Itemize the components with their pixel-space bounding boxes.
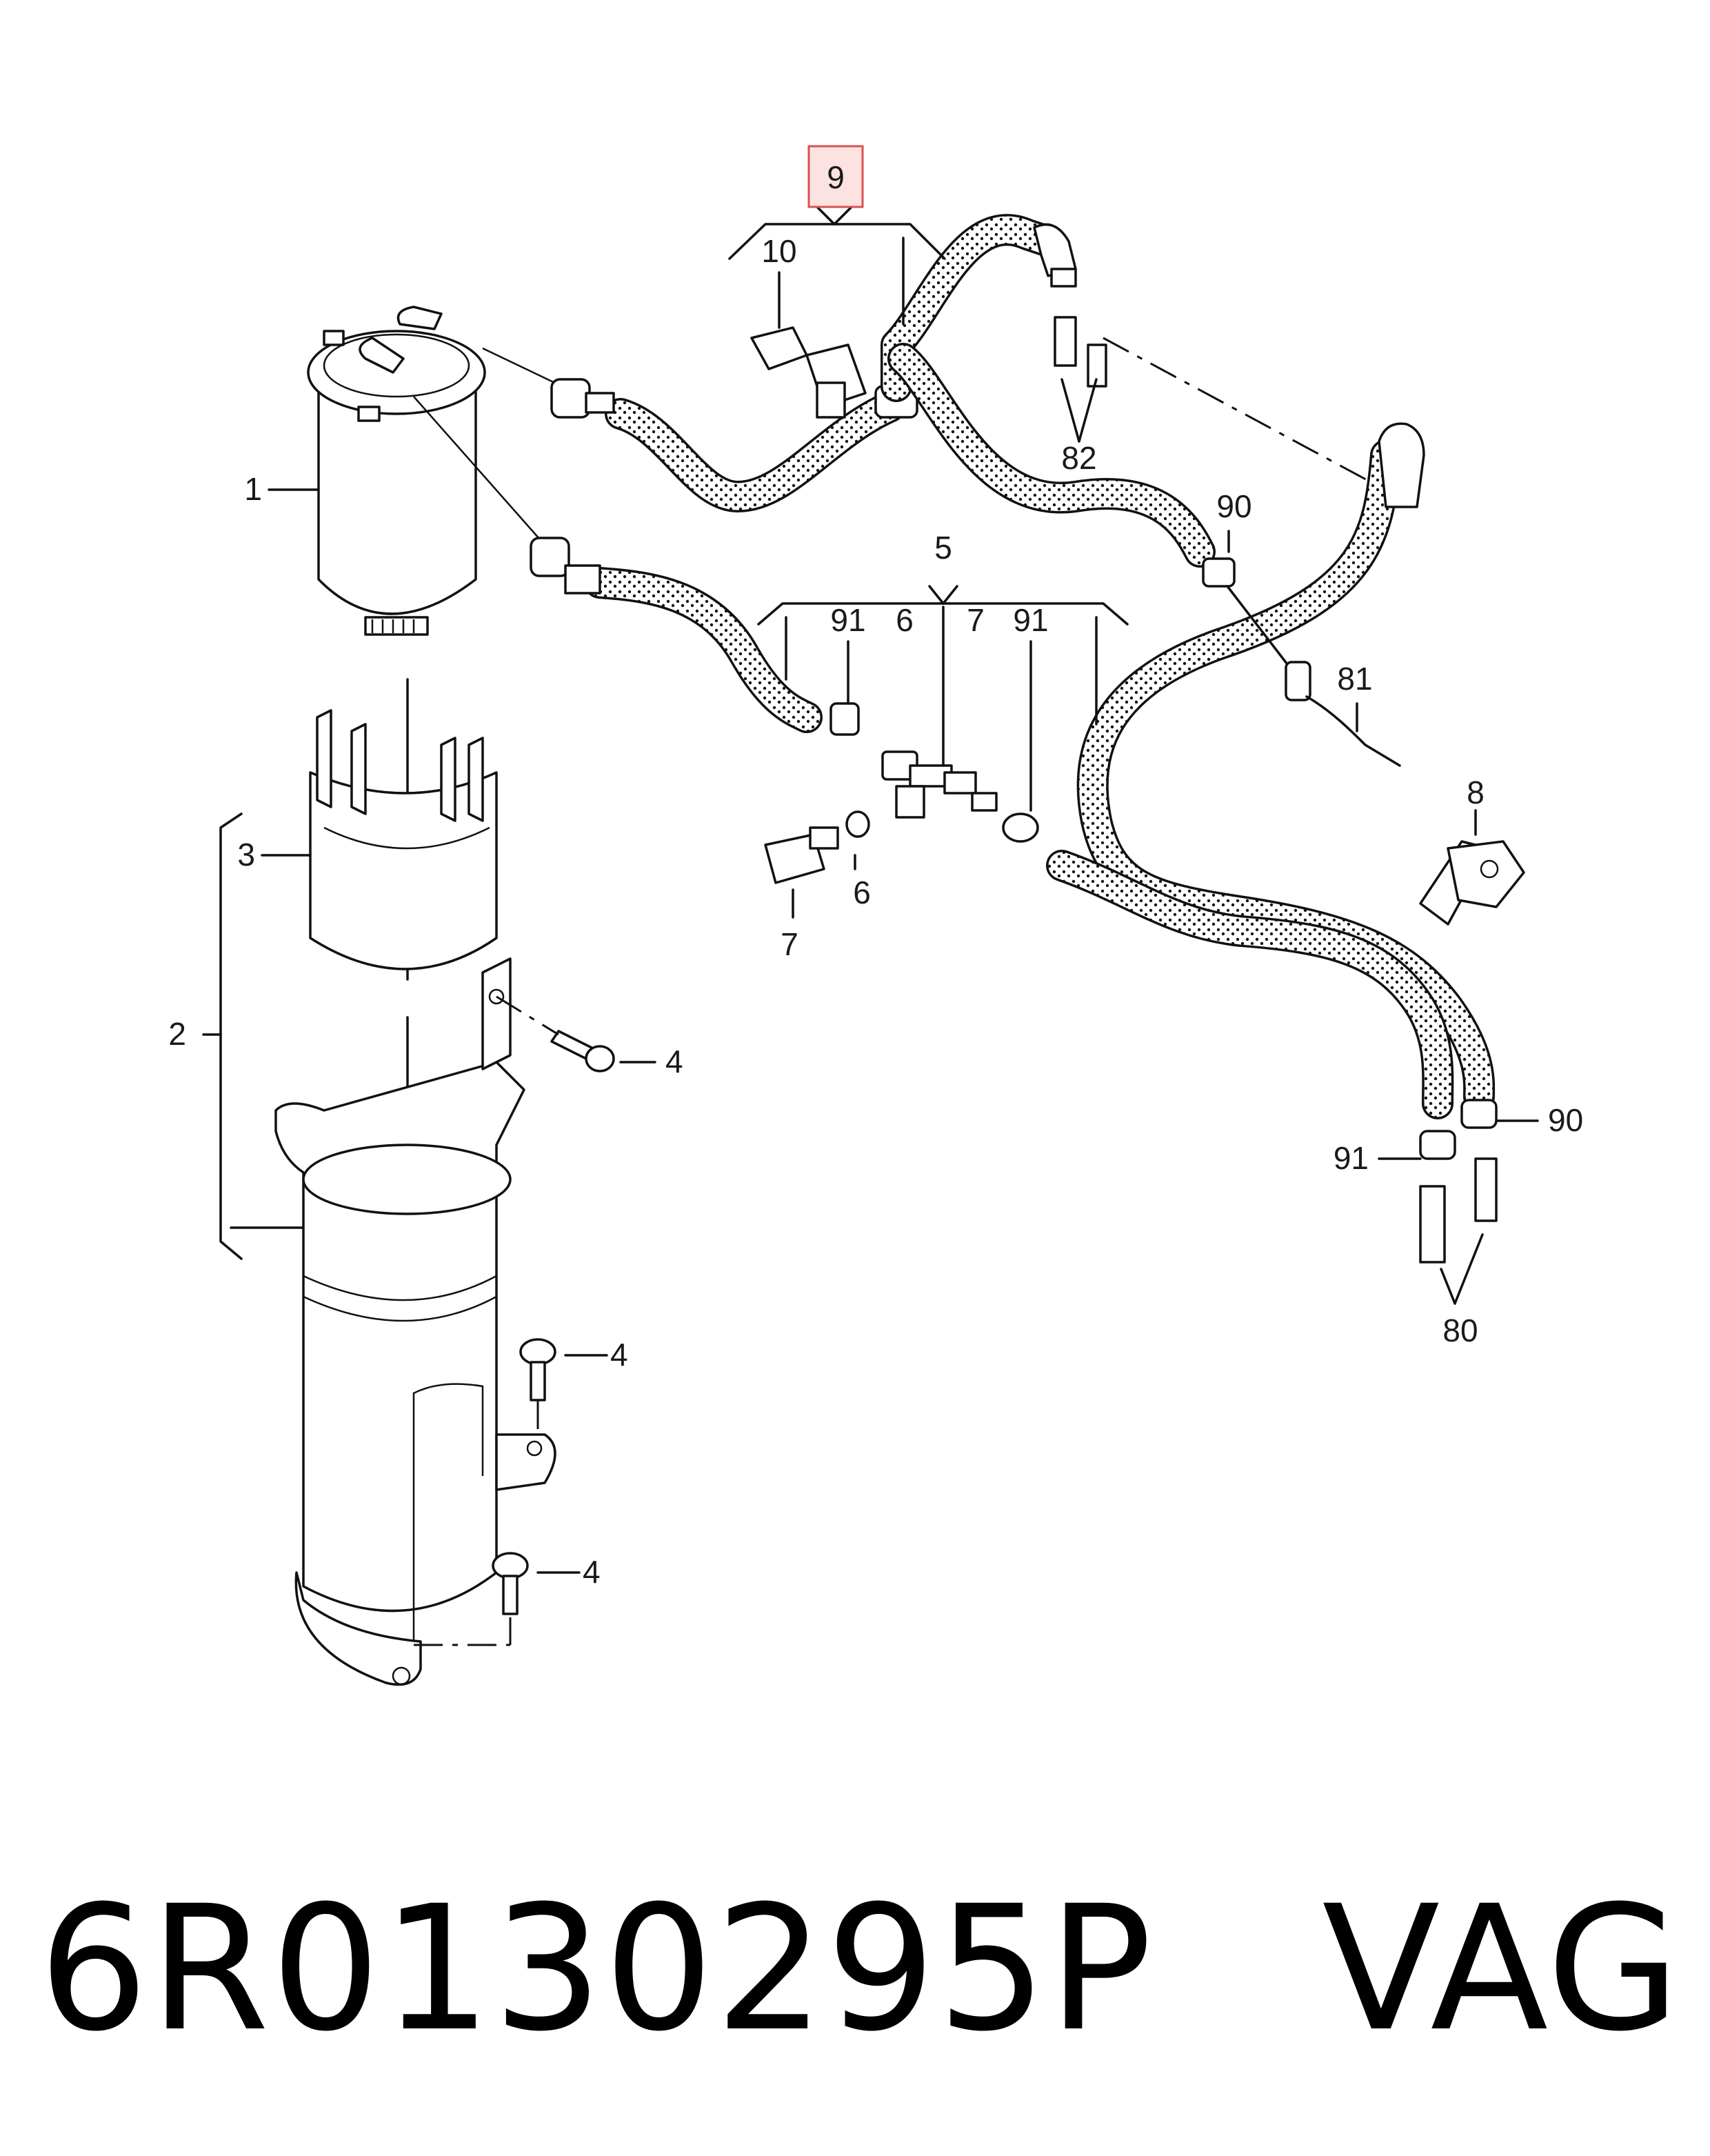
- callout-5: 5: [934, 530, 952, 566]
- fuel-filter-diagram: 9 10 82 90 1 5 91 6 7 91 81 8 3 6 7 2 4 …: [168, 145, 1583, 1686]
- brand-name: VAG: [1322, 1868, 1682, 2069]
- filter-holder-insert: [309, 709, 498, 970]
- hose-clip: [750, 326, 867, 419]
- callout-6-top: 6: [896, 602, 914, 638]
- long-return-hose: [1076, 422, 1496, 1112]
- filter-housing: [274, 957, 556, 1686]
- middle-fuel-hose: [530, 537, 823, 733]
- lower-fuel-hose: [1046, 850, 1454, 1119]
- t-piece-assembly: [764, 702, 1039, 884]
- callout-8: 8: [1467, 775, 1485, 810]
- callout-91-bottom: 91: [1334, 1140, 1369, 1176]
- callout-90-bottom: 90: [1548, 1102, 1583, 1138]
- callout-91-left: 91: [830, 602, 865, 638]
- callout-6-bottom: 6: [853, 875, 871, 910]
- callout-90-top: 90: [1216, 488, 1251, 524]
- callout-4a: 4: [665, 1044, 683, 1079]
- highlight-box: [807, 145, 864, 208]
- callout-81: 81: [1337, 661, 1372, 697]
- callout-1: 1: [244, 471, 262, 507]
- callout-9: 9: [827, 159, 845, 195]
- callout-7-top: 7: [967, 602, 985, 638]
- callout-91-right: 91: [1013, 602, 1048, 638]
- callout-7-bottom: 7: [781, 926, 798, 962]
- right-connectors: [1202, 557, 1498, 1264]
- callout-4c: 4: [583, 1554, 601, 1590]
- fuel-filter: [307, 306, 486, 636]
- part-number: 6R0130295P: [39, 1868, 1154, 2069]
- callout-2: 2: [168, 1016, 186, 1052]
- callout-10: 10: [761, 233, 796, 269]
- bolts: [414, 1030, 615, 1646]
- callout-3: 3: [237, 837, 255, 872]
- upper-fuel-hose: [550, 378, 918, 512]
- callout-80: 80: [1442, 1312, 1478, 1348]
- callout-82: 82: [1061, 440, 1096, 476]
- vent-hose-lower: [887, 343, 1216, 568]
- footer-spacer: [1154, 1868, 1322, 2069]
- bracket: [1419, 840, 1525, 926]
- vent-hose-upper: [881, 214, 1107, 402]
- callout-4b: 4: [610, 1337, 628, 1373]
- part-number-footer: 6R0130295P VAG: [39, 1883, 1682, 2055]
